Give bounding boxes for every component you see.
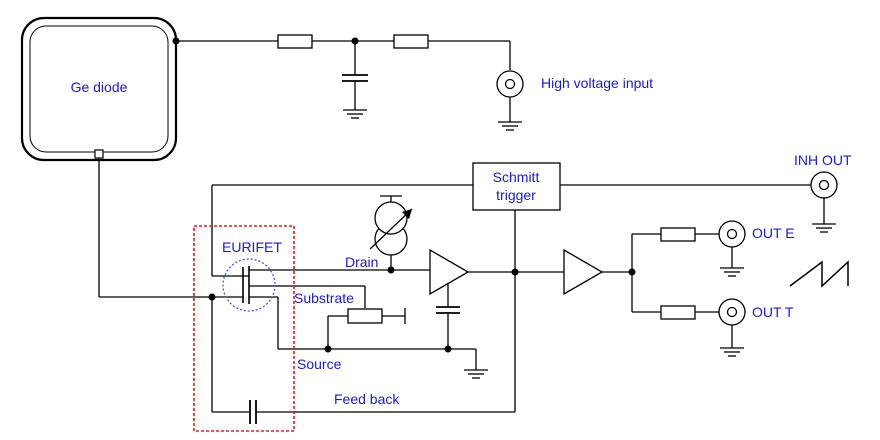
out-e-resistor — [660, 227, 696, 242]
ground-icon — [343, 109, 367, 119]
substrate-label: Substrate — [294, 290, 354, 306]
eurifet-label: EURIFET — [222, 239, 282, 255]
schmitt-trigger-label-1: Schmitt — [493, 169, 540, 185]
drain-label: Drain — [345, 254, 378, 270]
out-t-resistor — [660, 305, 696, 320]
eurifet-transistor — [212, 266, 365, 304]
inh-out-label: INH OUT — [794, 152, 852, 168]
high-voltage-input-label: High voltage input — [541, 75, 653, 91]
eurifet-highlight-box — [193, 225, 295, 432]
ground-icon — [720, 267, 744, 277]
source-resistor — [347, 308, 383, 324]
hv-bias-network — [172, 34, 524, 131]
out-e-label: OUT E — [752, 225, 795, 241]
ground-icon — [720, 347, 744, 357]
ground-icon — [498, 121, 522, 131]
ground-icon — [812, 223, 836, 233]
source-label: Source — [297, 356, 342, 372]
schmitt-trigger-label-2: trigger — [496, 187, 536, 203]
buffer-amplifier-triangle — [563, 248, 604, 296]
sawtooth-waveform-icon — [789, 260, 849, 288]
ground-icon — [464, 369, 488, 379]
out-t-label: OUT T — [752, 304, 794, 320]
ge-diode-terminal — [94, 149, 104, 159]
feed-back-label: Feed back — [334, 391, 400, 407]
ge-diode-label: Ge diode — [71, 79, 128, 95]
hv-resistor-1 — [277, 34, 313, 49]
hv-resistor-2 — [393, 34, 429, 49]
preamplifier-triangle — [429, 248, 470, 296]
eurifet-highlight-circle — [222, 258, 276, 312]
schmitt-trigger-box — [472, 162, 561, 211]
